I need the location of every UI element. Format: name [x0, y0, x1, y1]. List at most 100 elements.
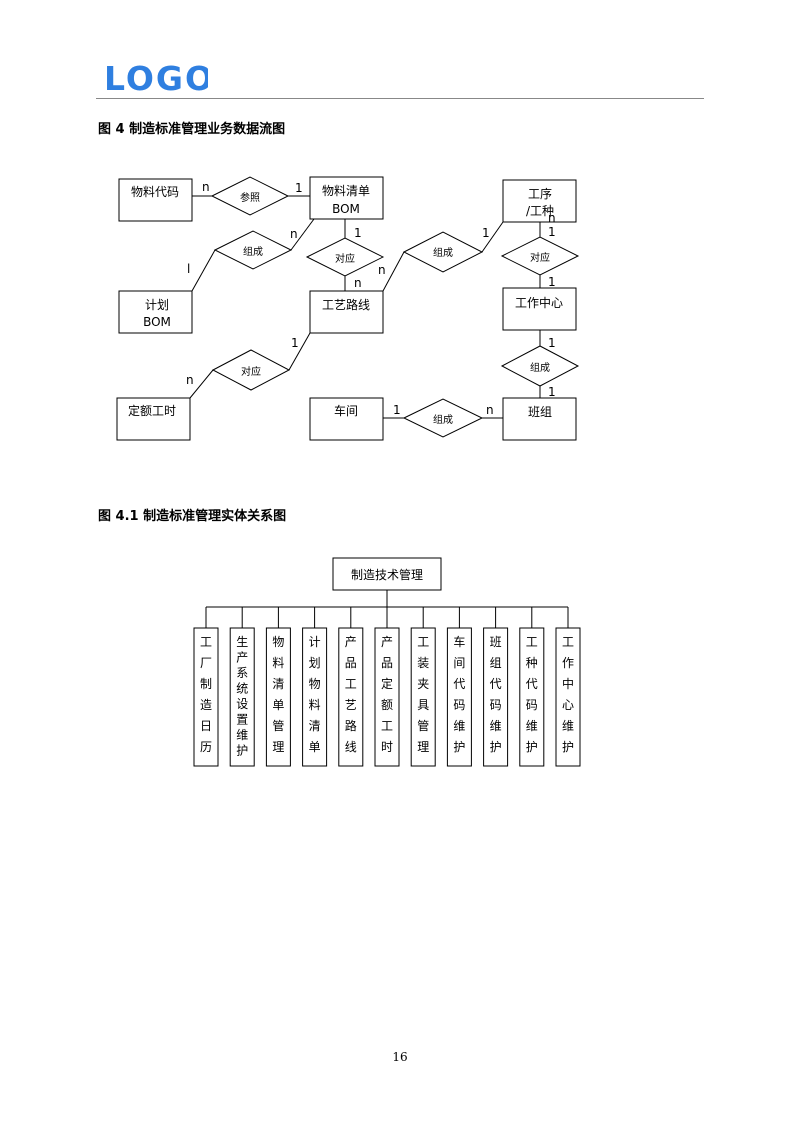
relation-ref-label: 参照: [240, 191, 260, 204]
tree-child-char: 产: [345, 635, 357, 649]
tree-child-char: 产: [381, 635, 393, 649]
relation-correspond-2-label: 对应: [530, 251, 550, 264]
tree-child-box: [265, 627, 291, 767]
tree-child-char: 护: [526, 740, 538, 754]
tree-child-box: [229, 627, 255, 767]
entity-route: [309, 290, 384, 334]
tree-child-char: 护: [453, 740, 465, 754]
tree-child-box: [446, 627, 472, 767]
cardinality-label: 1: [482, 226, 490, 240]
cardinality-label: n: [486, 403, 494, 417]
tree-child-char: 路: [345, 718, 357, 733]
tree-child-box: [302, 627, 328, 767]
tree-child-char: 品: [345, 656, 357, 670]
cardinality-label: 1: [393, 403, 401, 417]
tree-child-char: 时: [381, 740, 393, 754]
tree-child-char: 线: [345, 740, 357, 754]
tree-child-char: 理: [272, 740, 284, 754]
tree-child-box: [374, 627, 400, 767]
entity-process-label-2: /工种: [526, 204, 554, 218]
relation-compose-3-label: 组成: [530, 361, 550, 374]
entity-bom-label-2: BOM: [332, 202, 360, 216]
tree-child-char: 组: [490, 656, 502, 670]
figure2-caption: 图 4.1 制造标准管理实体关系图: [98, 509, 287, 524]
cardinality-label: 1: [548, 225, 556, 239]
tree-child-char: 理: [417, 740, 429, 754]
tree-child-char: 中: [562, 676, 574, 691]
entity-material-code-label: 物料代码: [131, 185, 179, 199]
entity-plan-label-2: BOM: [143, 315, 171, 329]
tree-child-char: 制: [200, 677, 212, 691]
tree-child-char: 生: [236, 635, 248, 649]
tree-child-char: 维: [453, 719, 465, 733]
tree-child-char: 单: [309, 740, 321, 754]
entity-work-center-label: 工作中心: [515, 295, 563, 310]
tree-child-char: 清: [272, 677, 284, 691]
tree-child-char: 工: [381, 719, 393, 733]
tree-child-char: 工: [562, 635, 574, 649]
tree-child-char: 清: [309, 719, 321, 733]
tree-child-char: 护: [562, 740, 574, 754]
tree-child-char: 工: [345, 677, 357, 691]
tree-child-char: 代: [453, 677, 465, 691]
relation-correspond-1-label: 对应: [335, 252, 355, 265]
cardinality-label: l: [187, 262, 190, 276]
entity-team-label: 班组: [528, 405, 552, 419]
tree-child-char: 车: [453, 634, 465, 649]
tree-child-char: 料: [309, 698, 321, 712]
tree-child-char: 料: [272, 656, 284, 670]
cardinality-label: 1: [295, 181, 303, 195]
tree-child-char: 护: [236, 744, 248, 758]
tree-child-char: 产: [236, 651, 248, 665]
tree-child-char: 设: [236, 697, 248, 711]
entity-route-label: 工艺路线: [322, 297, 370, 312]
relation-correspond-1: [305, 237, 385, 277]
tree-child-char: 护: [490, 740, 502, 754]
figure1-caption: 图 4 制造标准管理业务数据流图: [98, 122, 286, 137]
tree-child-char: 码: [453, 698, 465, 712]
tree-child-char: 种: [526, 656, 538, 670]
cardinality-label: n: [202, 180, 210, 194]
tree-child-char: 划: [309, 656, 321, 670]
tree-child-char: 心: [562, 698, 574, 712]
tree-child-char: 夹: [417, 677, 429, 691]
entity-quota: [116, 397, 191, 441]
entity-plan-label-1: 计划: [145, 298, 169, 312]
tree-child-char: 品: [381, 656, 393, 670]
cardinality-label: n: [290, 227, 298, 241]
tree-child-box: [193, 627, 219, 767]
tree-child-char: 工: [417, 635, 429, 649]
tree-child-char: 维: [490, 719, 502, 733]
tree-root-label: 制造技术管理: [351, 567, 423, 582]
tree-child-char: 代: [526, 677, 538, 691]
tree-child-char: 工: [200, 635, 212, 649]
entity-quota-label: 定额工时: [128, 403, 176, 418]
page-number: 16: [392, 1050, 408, 1064]
tree-child-box: [519, 627, 545, 767]
relation-compose-4-label: 组成: [433, 413, 453, 426]
cardinality-label: 1: [548, 275, 556, 289]
tree-child-box: [410, 627, 436, 767]
tree-child-char: 维: [562, 719, 574, 733]
entity-bom-label-1: 物料清单: [322, 184, 370, 198]
relation-compose-3: [500, 345, 580, 387]
cardinality-label: n: [354, 276, 362, 290]
tree-child-char: 代: [490, 677, 502, 691]
tree-child-char: 码: [490, 698, 502, 712]
tree-child-char: 维: [526, 719, 538, 733]
tree-child-char: 单: [272, 698, 284, 712]
tree-child-char: 定: [381, 676, 393, 691]
logo: LOGO: [104, 59, 213, 98]
relation-compose-1-label: 组成: [243, 245, 263, 258]
entity-workshop: [309, 397, 384, 441]
logo-text: LOGO: [104, 62, 208, 94]
tree-child-char: 系: [236, 666, 248, 680]
entity-material-code: [118, 178, 193, 222]
header-divider: [96, 98, 704, 99]
relation-correspond-3-label: 对应: [241, 365, 261, 378]
tree-child-char: 码: [526, 698, 538, 712]
tree-child-char: 作: [562, 656, 574, 670]
tree-child-char: 历: [200, 740, 212, 754]
tree-child-char: 管: [272, 718, 284, 733]
